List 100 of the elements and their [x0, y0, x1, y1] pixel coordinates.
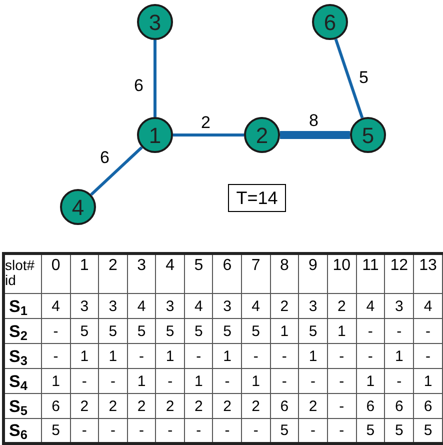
table-value: 2	[280, 298, 289, 314]
table-value: -	[224, 422, 230, 439]
table-value: 1	[137, 372, 146, 390]
table-value: 6	[395, 398, 404, 414]
table-value: 6	[280, 398, 289, 414]
table-value: 1	[280, 322, 289, 340]
table-value: 5	[252, 322, 260, 340]
table-value: -	[253, 348, 258, 364]
table-value: 1	[252, 372, 260, 390]
table-value: -	[82, 372, 87, 390]
row-header: S$_{4}$	[9, 372, 28, 390]
table-value: 2	[337, 298, 346, 314]
table-value: -	[168, 372, 173, 390]
table-value: -	[339, 348, 344, 364]
edge-label: 6	[134, 77, 144, 94]
table-value: -	[196, 422, 202, 439]
table-value: -	[110, 372, 116, 390]
column-header: 11	[362, 257, 379, 274]
column-header: slot# id	[5, 258, 36, 289]
column-header: 9	[308, 257, 318, 274]
table-value: 4	[366, 298, 375, 314]
table-value: -	[339, 372, 344, 390]
table-value: 1	[366, 372, 375, 390]
table-value: -	[310, 372, 316, 390]
row-header: S$_{2}$	[9, 322, 28, 340]
table-value: 6	[366, 398, 375, 414]
table-value: 2	[194, 398, 203, 414]
table-value: -	[339, 398, 344, 414]
connector-line	[90, 146, 143, 196]
connector-line	[334, 38, 364, 118]
value-box: T=14	[228, 184, 286, 212]
column-header: 10	[332, 257, 351, 274]
table-value: 1	[194, 372, 203, 390]
connector-line	[173, 134, 244, 136]
column-header: 8	[280, 257, 289, 274]
row-header: S$_{6}$	[9, 421, 28, 440]
table-value: 5	[424, 422, 432, 439]
row-header: S$_{5}$	[9, 396, 28, 416]
table-value: 5	[280, 422, 289, 439]
column-header: 12	[390, 257, 408, 274]
table-value: 3	[223, 298, 232, 314]
table-value: -	[253, 422, 258, 439]
column-header: 2	[108, 257, 118, 274]
column-header: 3	[137, 257, 146, 274]
table-value: -	[53, 322, 58, 340]
table-value: -	[196, 348, 202, 364]
table-value: 1	[52, 372, 60, 390]
table-value: -	[426, 322, 431, 340]
table-value: 5	[223, 322, 232, 340]
table-value: -	[368, 348, 373, 364]
table-value: -	[282, 372, 287, 390]
table-value: 2	[166, 398, 174, 414]
table-value: 4	[194, 298, 203, 314]
column-header: 6	[222, 257, 232, 274]
edge-label: 2	[201, 114, 210, 131]
table-value: 2	[80, 398, 89, 414]
column-header: 13	[419, 257, 437, 274]
connector-line	[154, 40, 156, 117]
column-header: 7	[251, 257, 260, 274]
table-value: -	[426, 348, 431, 364]
table-value: 5	[137, 322, 146, 340]
table-value: 6	[52, 398, 60, 414]
table-value: -	[168, 422, 173, 439]
table-value: 4	[137, 298, 146, 314]
table-value: -	[139, 422, 144, 439]
table-value: 1	[424, 372, 432, 390]
table-value: 1	[108, 348, 118, 364]
table-value: 5	[194, 322, 203, 340]
table-value: 1	[80, 348, 89, 364]
table-value: 3	[80, 298, 89, 314]
connector-line	[280, 131, 350, 139]
table-value: 1	[166, 348, 174, 364]
table-value: 1	[337, 322, 346, 340]
table-value: -	[368, 322, 373, 340]
table-value: 4	[424, 298, 432, 314]
table-value: 3	[395, 298, 404, 314]
row-header: S$_{3}$	[9, 346, 28, 366]
edge-label: 5	[359, 69, 368, 86]
table-value: -	[396, 372, 402, 390]
column-header: 1	[80, 257, 89, 274]
table-value: 1	[223, 348, 232, 364]
table-value: 3	[108, 298, 118, 314]
table-value: -	[282, 348, 287, 364]
column-header: 0	[51, 257, 60, 274]
table-value: 5	[166, 322, 174, 340]
table-value: 5	[108, 322, 118, 340]
table-value: 2	[137, 398, 146, 414]
table-value: -	[339, 422, 344, 439]
table-value: 6	[424, 398, 432, 414]
table-value: 1	[395, 348, 404, 364]
table-value: -	[53, 348, 58, 364]
row-header: S$_{1}$	[9, 296, 28, 316]
table-value: 2	[308, 398, 318, 414]
table-value: 4	[52, 298, 60, 314]
table-value: -	[224, 372, 230, 390]
table-value: -	[310, 422, 316, 439]
edge-label: 6	[100, 149, 110, 166]
column-header: 4	[166, 257, 175, 274]
table-value: 2	[252, 398, 260, 414]
edge-label: 8	[309, 112, 318, 129]
